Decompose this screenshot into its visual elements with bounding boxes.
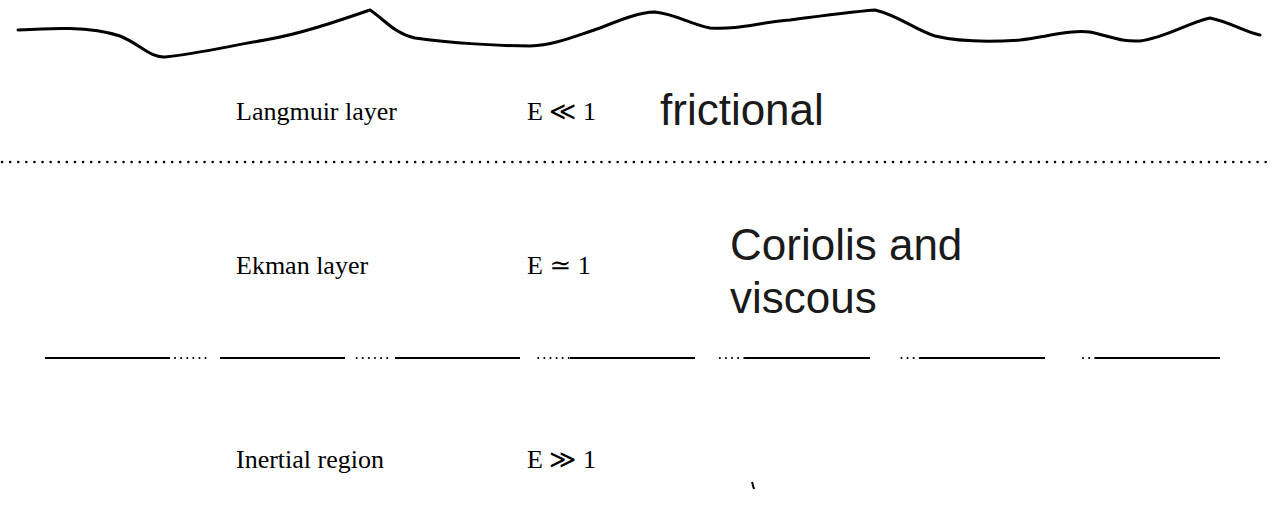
ekman-number: E ≃ 1 [527,250,591,281]
dashed-boundary [45,357,1250,359]
sea-surface [18,10,1260,57]
ekman-number: E ≪ 1 [527,96,596,127]
layer-band: Ekman layer E ≃ 1 Coriolis and viscous [0,166,1273,354]
dominant-forces: Coriolis and viscous [730,219,1030,325]
tick-mark [752,482,754,489]
dominant-forces: frictional [660,84,824,137]
ekman-number: E ≫ 1 [527,444,596,475]
layer-band: Inertial region E ≫ 1 [0,362,1273,511]
dotted-boundary-gaps [175,357,1250,359]
layer-name: Inertial region [236,444,384,475]
layer-name: Langmuir layer [236,96,397,127]
dotted-boundary [2,161,1271,164]
layer-name: Ekman layer [236,250,368,281]
layer-band: Langmuir layer E ≪ 1 frictional [0,66,1273,159]
